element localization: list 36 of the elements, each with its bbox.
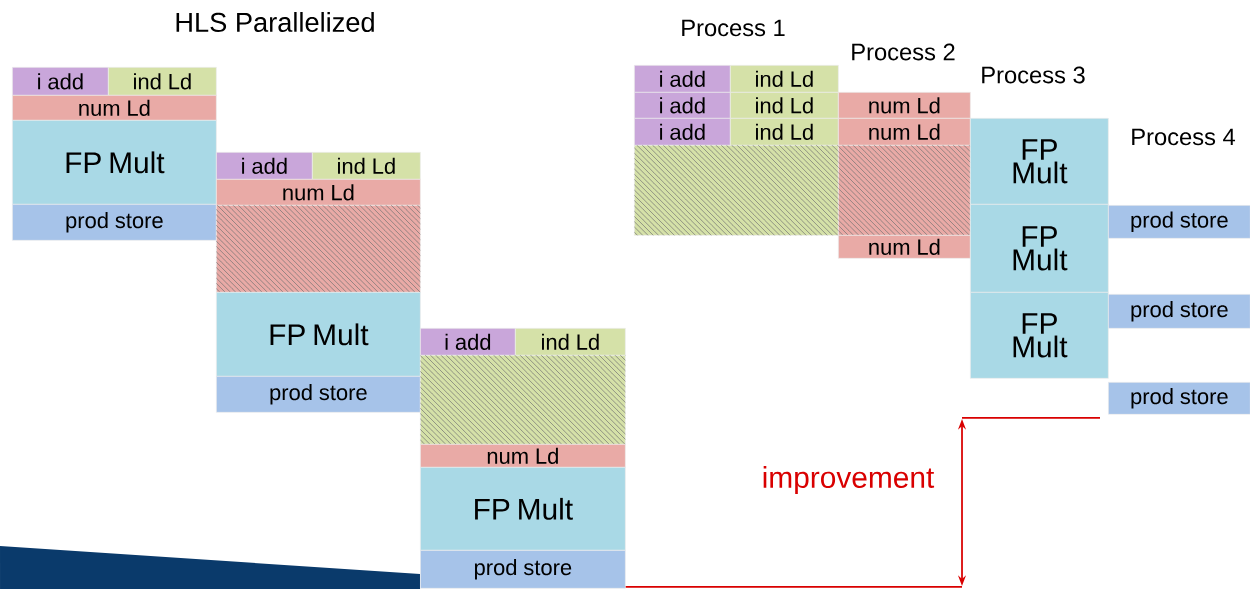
stage-box: num Ld — [12, 95, 217, 121]
stage-box: i add — [634, 118, 731, 146]
stage-box: ind Ld — [312, 152, 421, 180]
stage-box: FP Mult — [970, 204, 1109, 293]
process-label: Process 1 — [682, 19, 785, 37]
stage-box: num Ld — [838, 118, 971, 146]
process-label: Process 2 — [852, 43, 955, 61]
stage-box: i add — [634, 92, 731, 119]
dimension-label: improvement — [763, 466, 935, 494]
stage-box: i add — [216, 152, 313, 180]
stage-box: FP Mult — [970, 118, 1109, 205]
stage-box: num Ld — [838, 235, 971, 259]
stage-box: ind Ld — [730, 92, 839, 119]
stage-box: num Ld — [838, 92, 971, 119]
stage-box: prod store — [420, 550, 626, 589]
stage-box: prod store — [1108, 294, 1250, 329]
stage-box: FP Mult — [420, 467, 626, 551]
process-label: Process 4 — [1132, 128, 1236, 146]
stage-box: FP Mult — [970, 292, 1109, 379]
stage-box: ind Ld — [515, 328, 626, 356]
stage-box: i add — [420, 328, 516, 356]
stage-box: FP Mult — [12, 120, 217, 205]
stage-box: i add — [634, 65, 731, 93]
stage-box: num Ld — [216, 179, 421, 206]
stage-box: prod store — [216, 376, 421, 413]
stage-box: i add — [12, 67, 109, 96]
stage-box: ind Ld — [730, 118, 839, 146]
stage-box: prod store — [1108, 382, 1250, 415]
stage-box: prod store — [1108, 205, 1250, 239]
stage-box: FP Mult — [216, 292, 421, 377]
stage-box: ind Ld — [730, 65, 839, 93]
title: HLS Parallelized — [176, 12, 374, 32]
process-label: Process 3 — [982, 66, 1085, 84]
stage-box: ind Ld — [108, 67, 217, 96]
stage-box: num Ld — [420, 444, 626, 468]
stage-box: prod store — [12, 204, 217, 241]
